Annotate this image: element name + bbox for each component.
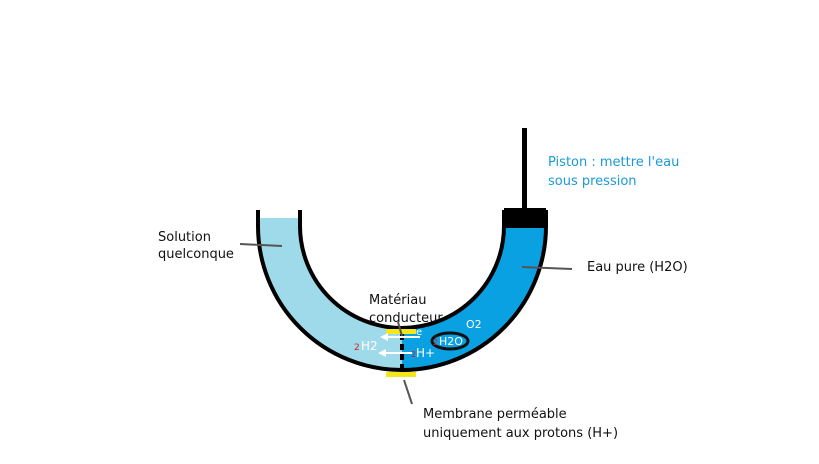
h2-coefficient: 2 — [354, 343, 360, 353]
conductor-label-line-1: Matériau — [369, 293, 426, 308]
solution-label-line-1: Solution — [158, 230, 211, 245]
tube-inner-wall — [298, 210, 506, 330]
piston-label-line-1: Piston : mettre l'eau — [548, 155, 679, 170]
conductor-label-line-2: conducteur — [369, 311, 443, 326]
piston-label-line-2: sous pression — [548, 174, 637, 189]
h2o-coefficient: 2 — [433, 338, 438, 347]
conductor-leader-line — [397, 321, 403, 337]
h2o-molecule-outline — [430, 331, 470, 351]
membrane-label-line-1: Membrane perméable — [423, 407, 567, 422]
pure-water-label: Eau pure (H2O) — [587, 260, 688, 275]
piston-head — [504, 208, 546, 228]
h2o-label: H2O — [439, 335, 463, 348]
solution-leader-line — [239, 243, 283, 247]
pure-water-leader-line — [521, 266, 573, 270]
h-plus-label: H+ — [416, 346, 435, 360]
o2-label: O2 — [466, 318, 482, 331]
membrane-leader-line — [403, 379, 413, 405]
h2-label: H2 — [361, 339, 378, 353]
electron-arrowhead — [380, 333, 388, 341]
piston-rod — [522, 128, 527, 210]
solution-fill — [258, 218, 402, 372]
solution-label-line-2: quelconque — [158, 247, 234, 262]
h-plus-coefficient: 2 — [411, 350, 416, 359]
electron-label: e — [416, 327, 422, 338]
membrane-bottom-highlight — [386, 372, 416, 377]
membrane-label-line-2: uniquement aux protons (H+) — [423, 426, 618, 441]
proton-arrowhead — [378, 349, 386, 357]
